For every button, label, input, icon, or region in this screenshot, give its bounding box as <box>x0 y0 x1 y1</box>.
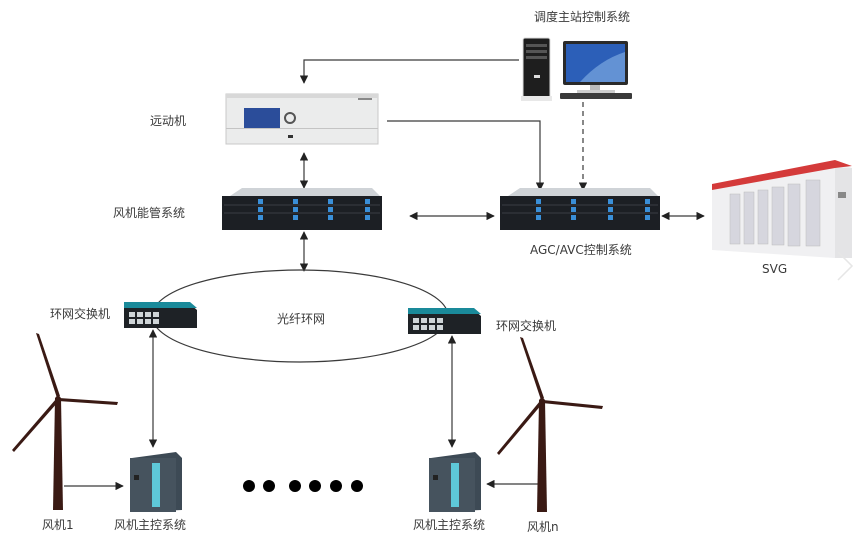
dot <box>309 480 321 492</box>
label-switch-right: 环网交换机 <box>496 319 557 333</box>
label-agc: AGC/AVC控制系统 <box>530 243 632 257</box>
label-switch-left: 环网交换机 <box>50 307 111 321</box>
cabinet-icon <box>712 160 852 258</box>
dot <box>351 480 363 492</box>
plc-icon <box>429 452 481 512</box>
label-controller-right: 风机主控系统 <box>413 518 486 532</box>
chevron-right-icon <box>837 251 854 281</box>
rack-device-icon <box>225 93 379 145</box>
plc-icon <box>130 452 182 512</box>
desktop-computer-icon <box>521 37 632 101</box>
label-turbine-1: 风机1 <box>42 518 74 532</box>
edge-rtu-agc <box>387 120 545 191</box>
dot <box>243 480 255 492</box>
dot <box>330 480 342 492</box>
dot <box>263 480 275 492</box>
label-controller-left: 风机主控系统 <box>114 518 187 532</box>
edge-dispatch-rtu <box>299 59 519 84</box>
label-ems: 风机能管系统 <box>113 206 186 220</box>
rack-server-icon <box>500 188 660 230</box>
dot <box>289 480 301 492</box>
wind-turbine-icon <box>497 337 603 512</box>
network-switch-icon <box>408 308 481 334</box>
label-dispatch: 调度主站控制系统 <box>534 10 631 24</box>
label-ring: 光纤环网 <box>277 312 326 326</box>
wind-turbine-icon <box>12 333 118 510</box>
network-switch-icon <box>124 302 197 328</box>
rack-server-icon <box>222 188 382 230</box>
label-svg: SVG <box>762 262 788 276</box>
label-turbine-n: 风机n <box>527 520 559 534</box>
label-rtu: 远动机 <box>150 114 187 128</box>
ellipsis-dots <box>243 480 363 492</box>
